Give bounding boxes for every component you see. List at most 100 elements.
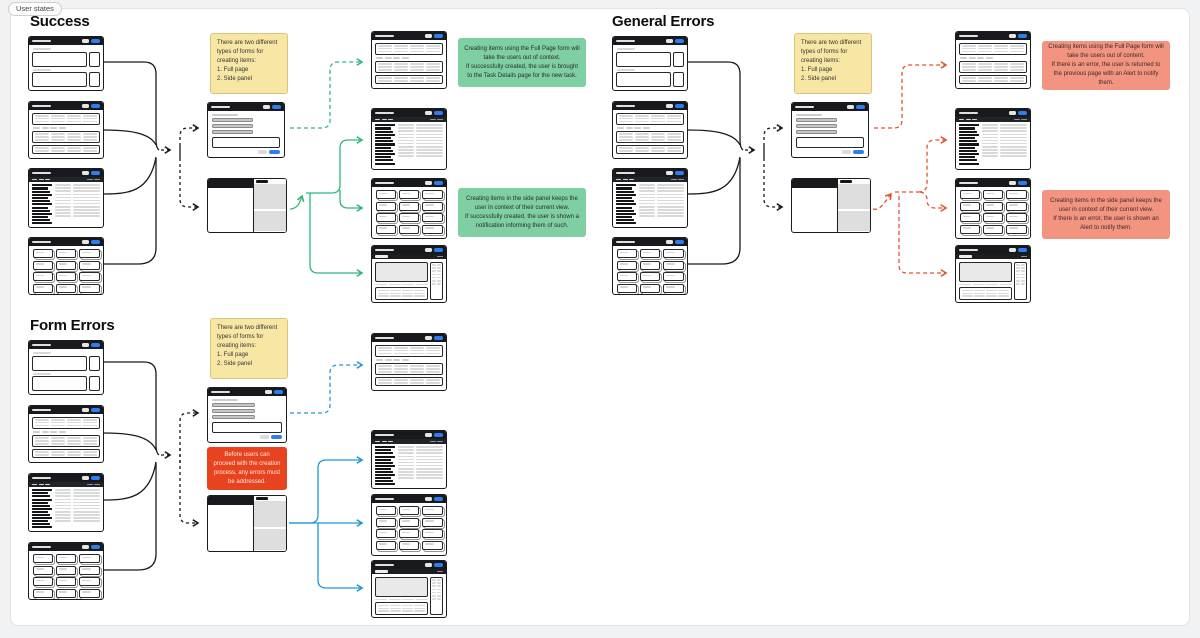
screen-calendar[interactable] [371,108,447,170]
screen-dashboard[interactable] [28,340,104,395]
screen-kanban[interactable] [612,237,688,295]
wireframe-shape [962,63,977,65]
kanban-card [32,272,53,281]
sticky-note-sg2[interactable]: Creating items in the side panel keeps t… [458,188,586,237]
wireframe-shape [1014,261,1027,300]
sticky-note-sg1[interactable]: Creating items using the Full Page form … [458,38,586,87]
page-tab-user-states[interactable]: User states [8,2,62,16]
screen-details[interactable] [371,560,447,618]
screen-table[interactable] [612,101,688,159]
table-body [956,40,1030,88]
screen-calendar[interactable] [28,473,104,532]
wireframe-shape [398,474,414,476]
wireframe-shape [32,526,53,529]
wireframe-shape [792,179,838,232]
logo-bar [32,545,51,549]
wireframe-shape [409,63,425,65]
wireframe-shape [1016,283,1025,285]
screen-calendar[interactable] [955,108,1031,170]
wireframe-shape [378,66,440,68]
wireframe-shape [375,458,391,461]
screen-form-side[interactable] [207,495,287,552]
kanban-card [959,201,980,211]
wireframe-shape [986,295,997,297]
kanban-card [398,529,420,538]
sticky-note-fr[interactable]: Before users can proceed with the creati… [207,447,287,490]
wireframe-shape [375,446,396,449]
wireframe-shape [401,227,411,229]
screen-table[interactable] [371,31,447,89]
textarea-field [212,136,280,148]
screen-form-full[interactable] [207,387,287,443]
wireframe-shape [375,362,443,376]
screen-form-full[interactable] [207,102,285,158]
wireframe-shape [32,510,48,513]
screen-form-side[interactable] [207,178,287,233]
wireframe-shape [986,292,997,295]
wireframe-shape [32,51,87,67]
sticky-note-fy[interactable]: There are two different types of forms f… [210,318,288,379]
filter-chips [32,430,100,433]
wireframe-shape [55,514,71,516]
wireframe-shape [415,155,443,157]
sticky-note-gs1[interactable]: Creating items using the Full Page form … [1042,41,1170,90]
kanban-card [639,283,661,293]
wireframe-shape [673,72,684,87]
filter-chips [32,126,100,129]
table-body [372,342,446,390]
input-field [796,124,838,129]
kanban-card [32,260,53,270]
wireframe-shape [378,77,440,79]
kanban-card [55,588,77,598]
wireframe-shape [375,118,380,121]
screen-calendar[interactable] [612,168,688,228]
screen-topbar [792,103,868,111]
wireframe-shape [619,149,681,152]
screen-table[interactable] [955,31,1031,89]
sticky-note-gs2[interactable]: Creating items in the side panel keeps t… [1042,190,1170,239]
wireframe-shape [982,133,1027,136]
wireframe-shape [378,381,393,384]
wireframe-shape [656,205,684,208]
wireframe-shape [378,204,388,206]
screen-calendar[interactable] [371,430,447,489]
screen-dashboard[interactable] [612,36,688,91]
screen-kanban[interactable] [371,178,447,239]
wireframe-shape [1016,267,1020,269]
screen-form-full[interactable] [791,102,869,158]
wireframe-shape [35,453,50,456]
wireframe-shape [401,508,411,510]
screen-kanban[interactable] [371,494,447,556]
screen-form-side[interactable] [791,178,871,233]
screen-kanban[interactable] [28,542,104,600]
screen-kanban[interactable] [955,178,1031,239]
screen-kanban[interactable] [28,237,104,295]
sticky-note-sy[interactable]: There are two different types of forms f… [210,33,288,94]
screen-table[interactable] [371,333,447,391]
wireframe-shape [55,187,100,189]
calendar-body [29,487,103,531]
wireframe-shape [982,152,998,154]
secondary-pill [263,105,270,109]
wireframe-shape [425,365,440,367]
wireframe-shape [425,531,434,533]
wireframe-shape [378,370,440,373]
calendar-body [372,122,446,169]
screen-details[interactable] [955,245,1031,303]
wireframe-shape [50,120,66,123]
wireframe-shape [35,149,97,152]
wireframe-shape [35,138,97,141]
screen-table[interactable] [28,405,104,463]
wireframe-shape [986,283,998,286]
screen-calendar[interactable] [28,168,104,228]
wireframe-shape [409,68,425,71]
screen-table[interactable] [28,101,104,159]
screen-dashboard[interactable] [28,36,104,91]
wireframe-shape [634,117,650,120]
wireframe-shape [959,124,980,127]
wireframe-shape [959,42,1027,55]
wireframe-shape [796,150,864,155]
wireframe-shape [35,424,50,427]
sticky-note-gy[interactable]: There are two different types of forms f… [794,33,872,94]
screen-details[interactable] [371,245,447,303]
